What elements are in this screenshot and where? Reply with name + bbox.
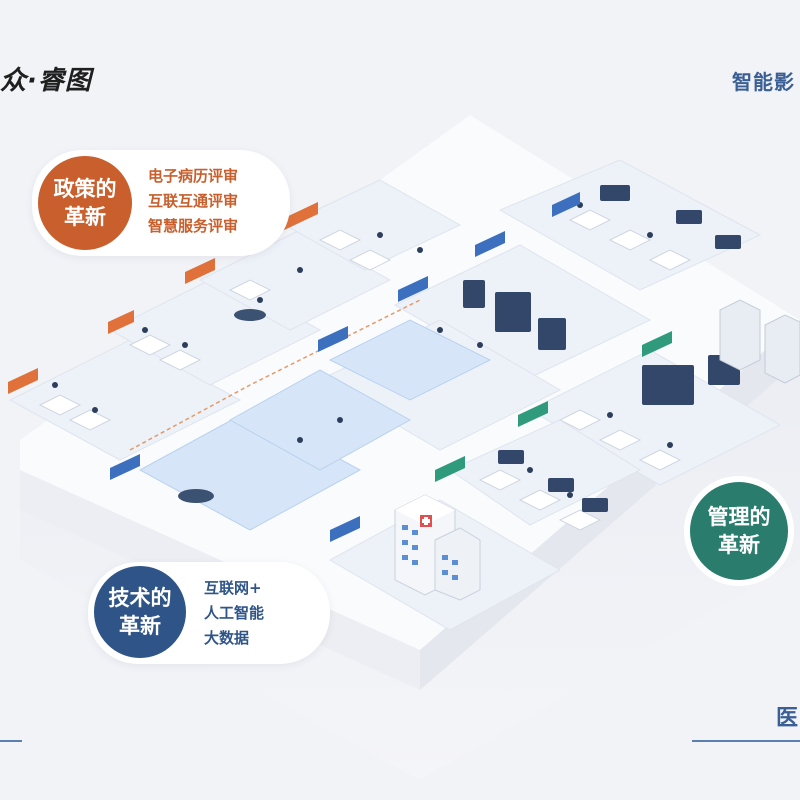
connection-line	[129, 299, 421, 451]
technology-title-line1: 技术的	[108, 586, 172, 610]
policy-item: 智慧服务评审	[148, 217, 239, 235]
policy-innovation-badge: 政策的 革新	[38, 156, 132, 250]
policy-title-line2: 革新	[64, 205, 106, 229]
hospital-building	[394, 494, 481, 601]
blue-tags	[110, 192, 580, 542]
green-tags	[435, 331, 672, 482]
management-innovation-badge: 管理的 革新	[690, 482, 788, 580]
page-title: 智能影	[732, 70, 795, 94]
brand-logo: 众·睿图	[0, 66, 92, 96]
policy-items: 电子病历评审 互联互通评审 智慧服务评审	[148, 164, 238, 239]
bottom-rule-left	[0, 740, 22, 742]
orange-tags	[8, 202, 318, 394]
server-racks	[719, 299, 800, 384]
footer-title-fragment: 医	[776, 706, 799, 731]
technology-item: 人工智能	[204, 604, 265, 622]
highlight-zones	[138, 319, 492, 531]
management-title-line2: 革新	[718, 533, 760, 557]
policy-title-line1: 政策的	[53, 177, 117, 201]
policy-item: 电子病历评审	[148, 167, 239, 185]
people	[52, 202, 673, 498]
technology-innovation-badge: 技术的 革新	[94, 566, 186, 658]
technology-title-line2: 革新	[119, 614, 161, 638]
reception-desks	[178, 309, 266, 503]
management-title-line1: 管理的	[707, 505, 771, 529]
bottom-rule-right	[692, 740, 800, 742]
technology-item: 互联网+	[204, 579, 262, 597]
monitors	[463, 185, 741, 512]
technology-items: 互联网+ 人工智能 大数据	[204, 576, 264, 651]
technology-item: 大数据	[204, 629, 250, 647]
policy-item: 互联互通评审	[148, 192, 239, 210]
desks	[38, 209, 692, 531]
